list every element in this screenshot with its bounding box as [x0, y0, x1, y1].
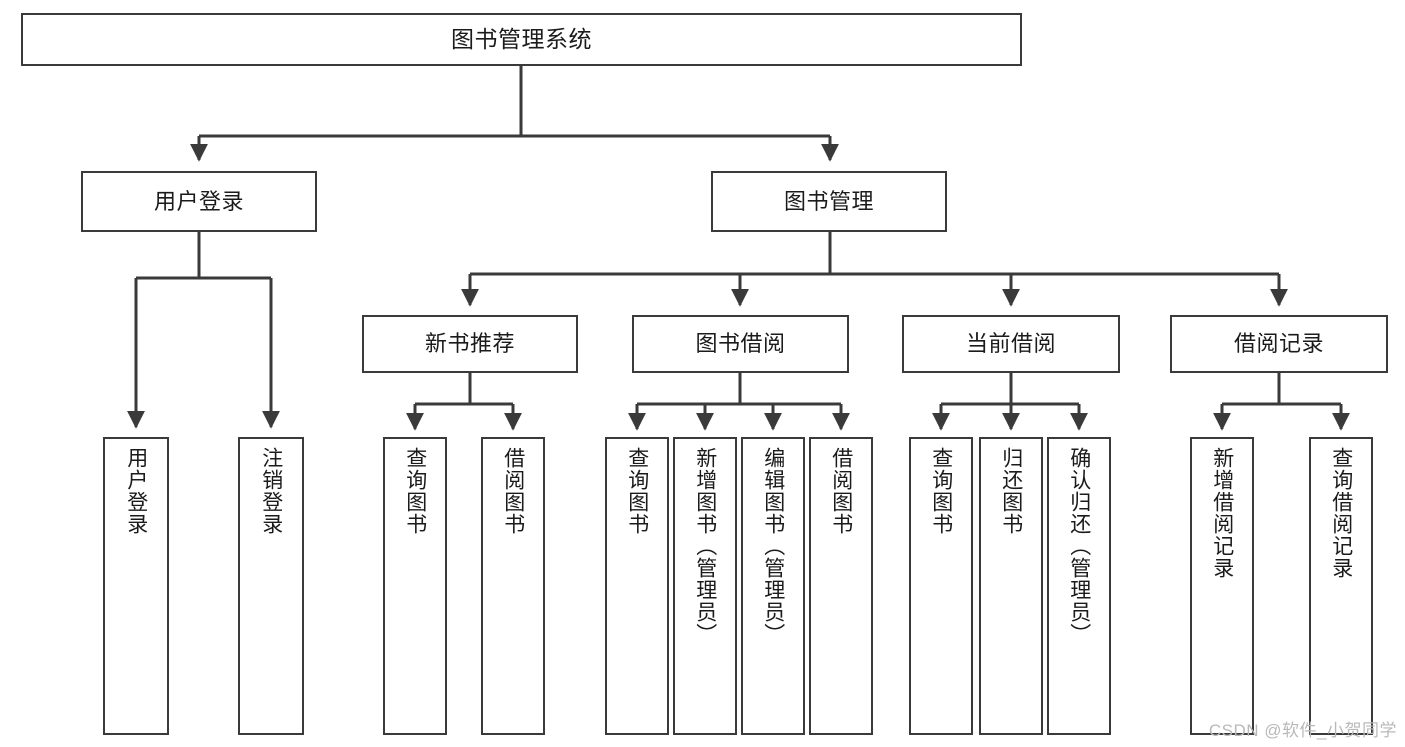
node-label: 当前借阅 — [965, 331, 1056, 357]
node-label: 用户登录 — [124, 447, 148, 535]
node-leaf-query-book-3[interactable]: 查询图书 — [909, 437, 973, 735]
node-label: 确认归还（管理员） — [1067, 447, 1091, 645]
node-leaf-query-book-1[interactable]: 查询图书 — [383, 437, 447, 735]
node-label: 编辑图书（管理员） — [761, 447, 785, 645]
node-label: 新书推荐 — [424, 331, 515, 357]
node-label: 新增图书（管理员） — [693, 447, 717, 645]
node-label: 归还图书 — [999, 447, 1023, 535]
node-leaf-add-book[interactable]: 新增图书（管理员） — [673, 437, 737, 735]
node-leaf-logout[interactable]: 注销登录 — [238, 437, 304, 735]
node-new-book-recommend[interactable]: 新书推荐 — [362, 315, 578, 373]
node-book-manage[interactable]: 图书管理 — [711, 171, 947, 232]
node-leaf-user-login[interactable]: 用户登录 — [103, 437, 169, 735]
node-leaf-confirm-return[interactable]: 确认归还（管理员） — [1047, 437, 1111, 735]
csdn-watermark: CSDN @软件_小贺同学 — [1208, 721, 1397, 740]
node-leaf-return-book[interactable]: 归还图书 — [979, 437, 1043, 735]
node-user-login[interactable]: 用户登录 — [81, 171, 317, 232]
node-book-management-system[interactable]: 图书管理系统 — [21, 13, 1022, 66]
node-leaf-query-book-2[interactable]: 查询图书 — [605, 437, 669, 735]
node-label: 图书借阅 — [695, 331, 786, 357]
node-leaf-query-record[interactable]: 查询借阅记录 — [1309, 437, 1373, 735]
node-label: 借阅图书 — [829, 447, 853, 535]
node-label: 查询图书 — [929, 447, 953, 535]
node-borrow-record[interactable]: 借阅记录 — [1170, 315, 1388, 373]
node-label: 借阅记录 — [1233, 331, 1324, 357]
node-label: 新增借阅记录 — [1210, 447, 1234, 579]
node-label: 图书管理系统 — [451, 26, 592, 53]
node-leaf-borrow-book-1[interactable]: 借阅图书 — [481, 437, 545, 735]
node-label: 注销登录 — [259, 447, 283, 535]
node-label: 借阅图书 — [501, 447, 525, 535]
node-leaf-add-record[interactable]: 新增借阅记录 — [1190, 437, 1254, 735]
node-label: 查询图书 — [403, 447, 427, 535]
node-book-borrow[interactable]: 图书借阅 — [632, 315, 849, 373]
node-label: 查询借阅记录 — [1329, 447, 1353, 579]
node-label: 查询图书 — [625, 447, 649, 535]
node-label: 图书管理 — [783, 188, 874, 214]
node-leaf-borrow-book-2[interactable]: 借阅图书 — [809, 437, 873, 735]
node-label: 用户登录 — [153, 188, 244, 214]
node-current-borrow[interactable]: 当前借阅 — [902, 315, 1120, 373]
node-leaf-edit-book[interactable]: 编辑图书（管理员） — [741, 437, 805, 735]
